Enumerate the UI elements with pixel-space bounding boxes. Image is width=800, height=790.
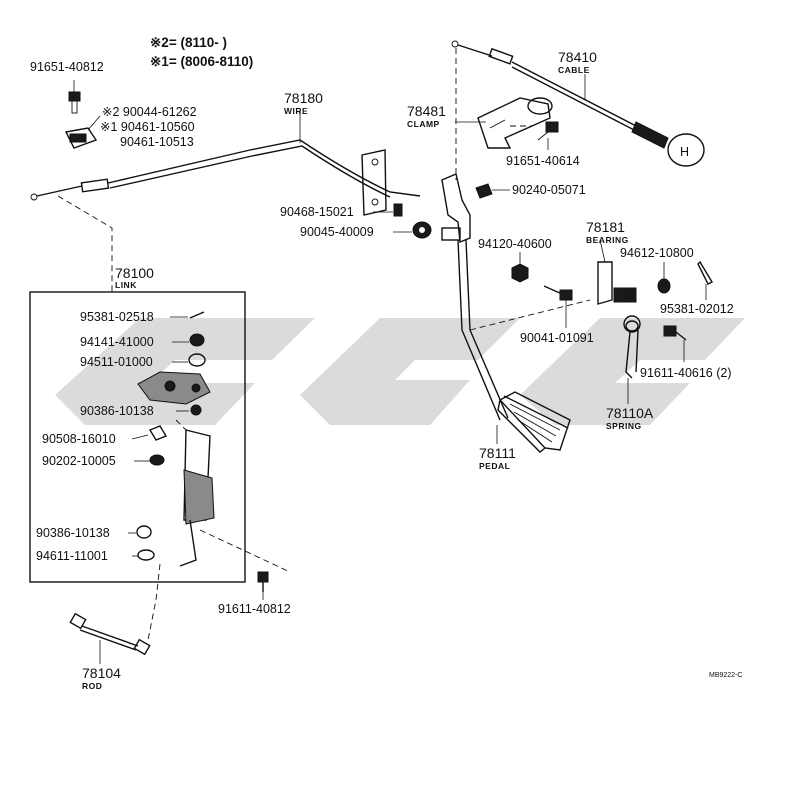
spring-90468-15021 <box>393 203 403 217</box>
diagram-code: MB9222-C <box>709 672 742 679</box>
washer-94511-01000 <box>188 353 206 367</box>
note-1: ※1= (8006-8110) <box>150 54 253 69</box>
label-91611-40616: 91611-40616 (2) <box>640 366 732 380</box>
label-78111-sub: PEDAL <box>479 461 510 471</box>
label-91651-40614: 91651-40614 <box>506 154 580 168</box>
spring-90508-16010 <box>148 425 168 441</box>
label-78110a-sub: SPRING <box>606 421 642 431</box>
label-90045-40009: 90045-40009 <box>300 225 374 239</box>
label-78410: 78410 <box>558 49 597 65</box>
cap-90240-05071 <box>475 183 493 199</box>
washer-90045-40009 <box>412 221 432 239</box>
label-90468-15021: 90468-15021 <box>280 205 354 219</box>
bolt-91651-40614 <box>537 121 559 141</box>
bolt-91651-40812 <box>68 91 81 114</box>
label-78100-sub: LINK <box>115 280 137 290</box>
washer-90202-10005 <box>149 454 165 466</box>
rod-78104 <box>69 612 151 656</box>
label-90386-10138b: 90386-10138 <box>36 526 110 540</box>
clip-assembly <box>64 115 101 149</box>
label-78180: 78180 <box>284 90 323 106</box>
label-78410-sub: CABLE <box>558 65 590 75</box>
washer-94612-10800 <box>657 278 671 294</box>
link-box <box>29 291 246 583</box>
nut-94120-40600 <box>511 263 529 283</box>
wire-78180 <box>30 139 421 201</box>
label-94141-41000: 94141-41000 <box>80 335 154 349</box>
label-90041-01091: 90041-01091 <box>520 331 594 345</box>
label-94120-40600: 94120-40600 <box>478 237 552 251</box>
bolt-91611-40616 <box>663 325 687 341</box>
label-78180-sub: WIRE <box>284 106 308 116</box>
label-90044-61262: ※2 90044-61262 <box>102 105 197 119</box>
label-90386-10138a: 90386-10138 <box>80 404 154 418</box>
bushing-90386-10138b <box>136 525 152 539</box>
label-78104: 78104 <box>82 665 121 681</box>
clamp-78481 <box>477 97 553 149</box>
label-78181-sub: BEARING <box>586 235 629 245</box>
bolt-90041-01091 <box>543 285 573 301</box>
watermark-logo <box>55 318 745 425</box>
spring-78110a <box>623 315 641 379</box>
bearing-78181 <box>597 261 637 305</box>
cable-78410: H <box>451 40 705 167</box>
wire-bracket <box>361 149 387 216</box>
label-90461-10513: 90461-10513 <box>120 135 194 149</box>
label-90461-10560: ※1 90461-10560 <box>100 120 195 134</box>
bushing-90386-10138a <box>190 404 202 416</box>
link-lever <box>137 371 211 405</box>
label-78104-sub: ROD <box>82 681 102 691</box>
svg-text:H: H <box>680 145 689 159</box>
label-91651-40812: 91651-40812 <box>30 60 104 74</box>
pin-95381-02012 <box>697 260 713 285</box>
label-78111: 78111 <box>479 445 516 461</box>
label-90508-16010: 90508-16010 <box>42 432 116 446</box>
label-94612-10800: 94612-10800 <box>620 246 694 260</box>
link-shaft <box>175 419 215 567</box>
nut-94141-41000 <box>189 333 205 347</box>
label-90240-05071: 90240-05071 <box>512 183 586 197</box>
label-78110a: 78110A <box>606 405 654 421</box>
label-90202-10005: 90202-10005 <box>42 454 116 468</box>
label-78181: 78181 <box>586 219 625 235</box>
washer-94611-11001 <box>137 549 155 561</box>
label-91611-40812: 91611-40812 <box>218 602 291 616</box>
note-2: ※2= (8110- ) <box>150 35 227 50</box>
label-78100: 78100 <box>115 265 154 281</box>
bolt-91611-40812 <box>257 571 269 592</box>
label-94611-11001: 94611-11001 <box>36 549 108 563</box>
label-78481: 78481 <box>407 103 446 119</box>
label-95381-02012: 95381-02012 <box>660 302 734 316</box>
pedal-78111 <box>441 173 571 453</box>
label-94511-01000: 94511-01000 <box>80 355 153 369</box>
label-78481-sub: CLAMP <box>407 119 440 129</box>
label-95381-02518: 95381-02518 <box>80 310 154 324</box>
